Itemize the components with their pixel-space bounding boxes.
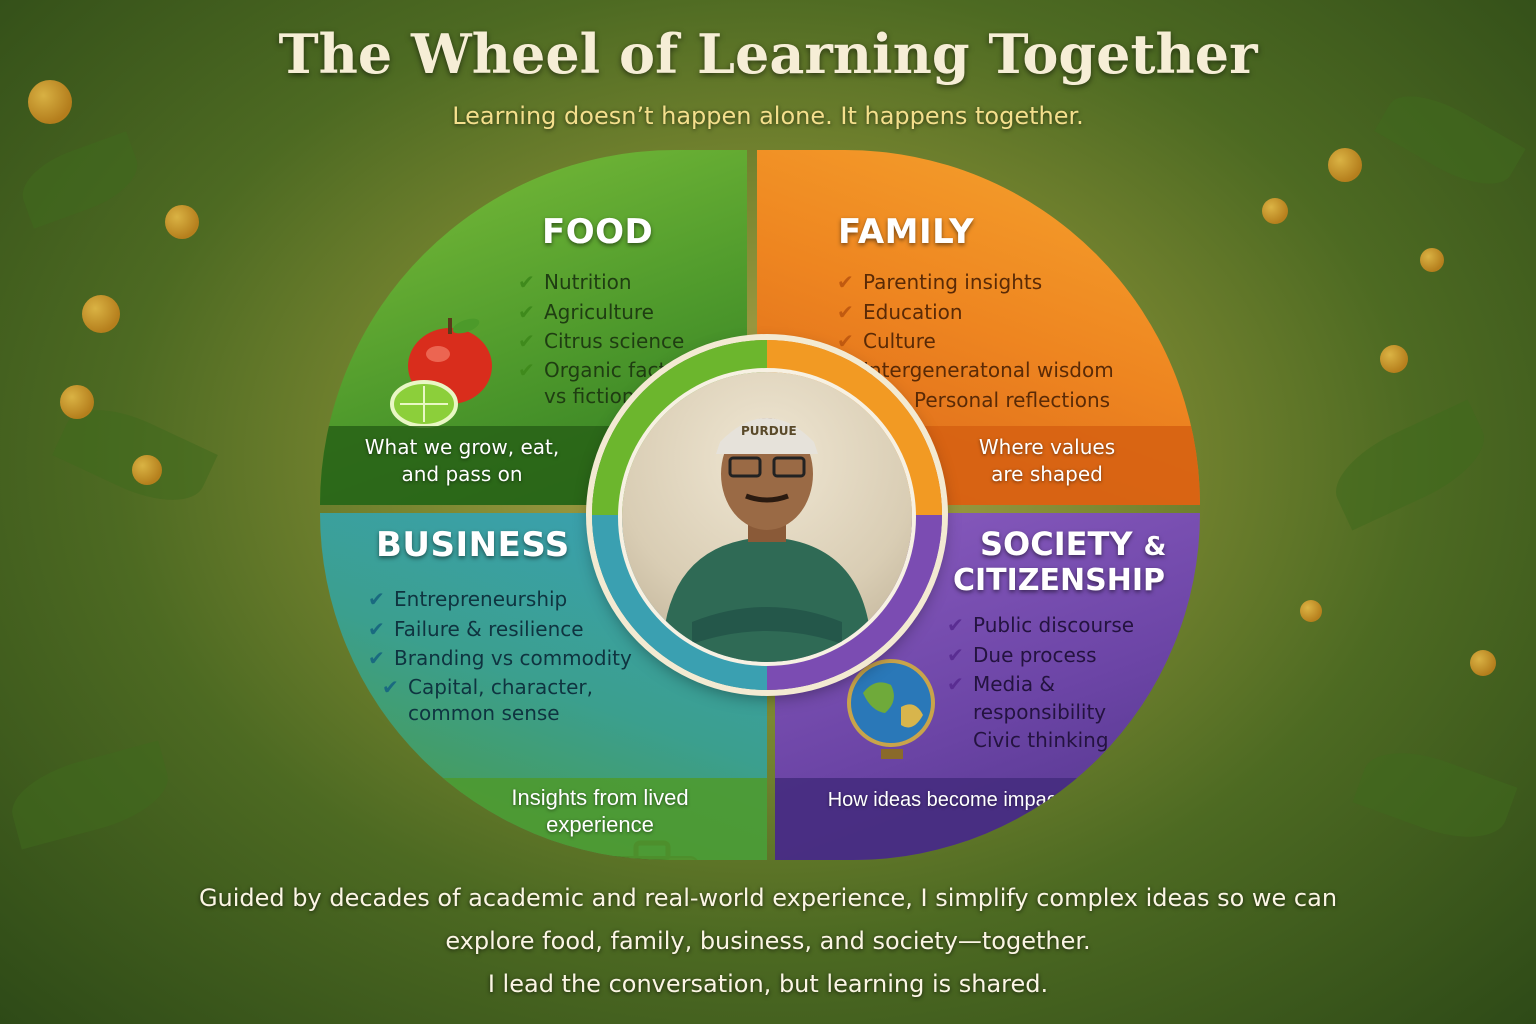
background-leaf	[1322, 399, 1498, 531]
society-footer-band	[775, 778, 1200, 860]
background-orange	[1420, 248, 1444, 272]
check-icon: ✔	[947, 642, 964, 667]
background-orange	[28, 80, 72, 124]
citizenship-title: CITIZENSHIP	[953, 563, 1166, 598]
page-subtitle: Learning doesn’t happen alone. It happen…	[452, 102, 1084, 130]
list-item: ✔Agriculture	[518, 298, 684, 328]
business-footer: Insights from lived experience	[511, 785, 689, 837]
business-list: ✔Entrepreneurship ✔Failure & resilience …	[368, 585, 632, 726]
society-extra-line: Civic thinking	[973, 728, 1109, 752]
background-orange	[1328, 148, 1362, 182]
family-list: ✔Parenting insights ✔Education ✔Culture	[837, 268, 1042, 357]
background-leaf	[3, 740, 177, 850]
check-icon: ✔	[837, 299, 854, 324]
family-title: FAMILY	[838, 212, 975, 252]
check-icon: ✔	[837, 270, 854, 294]
background-orange	[1262, 198, 1288, 224]
list-item: ✔Failure & resilience	[368, 615, 632, 645]
list-item: ✔Citrus science	[518, 327, 684, 357]
society-title-line1: SOCIETY	[980, 525, 1133, 563]
check-icon: ✔	[837, 329, 854, 353]
food-list: ✔Nutrition ✔Agriculture ✔Citrus science …	[518, 268, 684, 409]
family-quadrant: FAMILY ✔Parenting insights ✔Education ✔C…	[757, 150, 1200, 505]
list-item: ✔Parenting insights	[837, 268, 1042, 298]
society-list: ✔Public discourse ✔Due process ✔Media & …	[947, 611, 1134, 726]
check-icon: ✔	[368, 587, 385, 611]
background-leaf	[1374, 79, 1526, 201]
list-item: ✔Nutrition	[518, 268, 684, 298]
list-item: ✔Entrepreneurship	[368, 585, 632, 615]
lime-icon	[390, 380, 458, 428]
society-footer: How ideas become impact	[827, 789, 1063, 811]
check-icon: ✔	[518, 270, 535, 294]
background-leaf	[1352, 736, 1518, 854]
list-item: ✔Media & responsibility	[947, 672, 1107, 724]
list-item: ✔Branding vs commodity	[368, 644, 632, 674]
check-icon: ✔	[518, 329, 535, 353]
background-orange	[60, 385, 94, 419]
learning-wheel: FOOD ✔Nutrition ✔Agriculture ✔Citrus sci…	[320, 150, 1200, 870]
family-footer: Where values are shaped	[978, 435, 1116, 486]
globe-icon	[847, 659, 935, 759]
list-item: ✔Organic facts vs fiction	[518, 357, 677, 408]
society-title-amp: &	[1143, 532, 1167, 562]
background-orange	[165, 205, 199, 239]
check-icon: ✔	[368, 616, 385, 641]
check-icon: ✔	[518, 299, 535, 324]
check-icon: ✔	[947, 672, 964, 696]
business-footer-band	[320, 778, 767, 860]
background-orange	[132, 455, 162, 485]
food-footer: What we grow, eat, and pass on	[364, 435, 560, 486]
bottom-text-line1: Guided by decades of academic and real-w…	[198, 884, 1338, 912]
family-extra-line: Personal reflections	[914, 388, 1111, 412]
list-item: ✔Capital, character, common sense	[382, 674, 593, 725]
page-title: The Wheel of Learning Together	[278, 22, 1258, 86]
check-icon: ✔	[368, 646, 385, 670]
family-extra-line: Intergeneratonal wisdom	[863, 358, 1114, 382]
background-orange	[82, 295, 120, 333]
food-title: FOOD	[542, 212, 654, 252]
background-orange	[1300, 600, 1322, 622]
background-orange	[1470, 650, 1496, 676]
background-orange	[1380, 345, 1408, 373]
list-item: ✔Due process	[947, 641, 1134, 671]
cap-text: PURDUE	[741, 424, 797, 438]
background-leaf	[13, 131, 147, 229]
list-item: ✔Education	[837, 298, 1042, 328]
bottom-text-line2: explore food, family, business, and soci…	[445, 927, 1091, 955]
list-item: ✔Culture	[837, 327, 1042, 357]
check-icon: ✔	[518, 357, 535, 382]
bottom-text-line3: I lead the conversation, but learning is…	[487, 970, 1049, 998]
center-portrait: PURDUE	[622, 372, 912, 662]
society-title: SOCIETY &	[980, 525, 1166, 563]
person-icon	[662, 418, 872, 662]
business-title: BUSINESS	[376, 525, 570, 565]
check-icon: ✔	[382, 674, 399, 699]
list-item: ✔Public discourse	[947, 611, 1134, 641]
check-icon: ✔	[947, 613, 964, 637]
